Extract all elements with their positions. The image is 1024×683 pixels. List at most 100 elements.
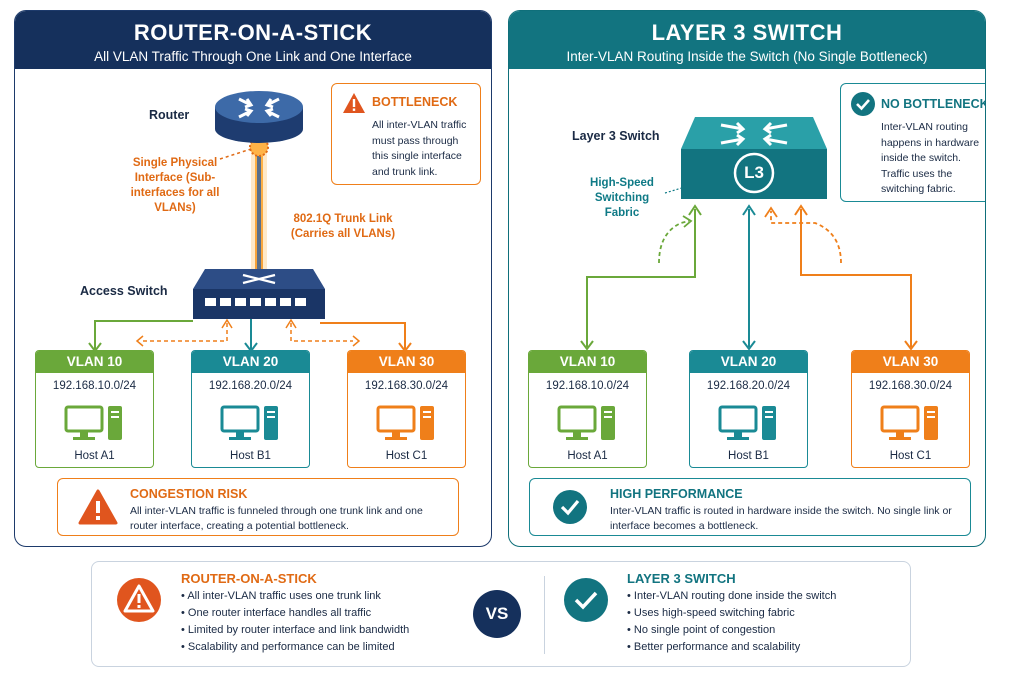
right-vlan-30-box: VLAN 30 192.168.30.0/24 Host C1 (851, 350, 970, 468)
arrow-vlan20-icon (742, 340, 756, 351)
high-performance-note: HIGH PERFORMANCE Inter-VLAN traffic is r… (529, 478, 971, 536)
computer-icon (220, 405, 278, 440)
dashed-arrow-vlan10-icon (135, 335, 144, 347)
line-vlan10 (94, 320, 193, 349)
access-switch-icon (193, 269, 325, 319)
congestion-title: CONGESTION RISK (130, 487, 248, 501)
vs-badge: VS (473, 590, 521, 638)
bottleneck-title: BOTTLENECK (372, 95, 458, 109)
left-connections (88, 137, 412, 353)
host-label: Host A1 (567, 450, 608, 462)
computer-icon (376, 405, 434, 440)
host-label: Host B1 (230, 450, 271, 462)
router-on-a-stick-panel: ROUTER-ON-A-STICK All VLAN Traffic Throu… (14, 10, 492, 547)
arrow-switch-orange-icon (794, 204, 808, 216)
right-panel-header: LAYER 3 SWITCH Inter-VLAN Routing Inside… (509, 11, 985, 69)
comparison-box: ROUTER-ON-A-STICK All inter-VLAN traffic… (91, 561, 911, 667)
high-performance-body: Inter-VLAN traffic is routed in hardware… (610, 505, 952, 532)
left-vlan-30-box: VLAN 30 192.168.30.0/24 Host C1 (347, 350, 466, 468)
dashed-arrow-left-icon (221, 318, 233, 329)
vlan-subnet: 192.168.10.0/24 (52, 380, 137, 392)
vlan-subnet: 192.168.30.0/24 (364, 380, 449, 392)
warning-icon (78, 489, 118, 525)
computer-icon (557, 405, 615, 440)
comparison-divider (544, 576, 545, 654)
list-item: Uses high-speed switching fabric (627, 605, 836, 622)
right-vlan-20-box: VLAN 20 192.168.20.0/24 Host B1 (689, 350, 808, 468)
dashed-flow-right (290, 323, 353, 342)
access-switch-label: Access Switch (80, 284, 168, 298)
router-icon (215, 91, 303, 143)
check-icon (564, 578, 608, 622)
warning-icon (343, 93, 365, 113)
l3-badge: L3 (744, 163, 764, 182)
check-icon (553, 490, 587, 524)
router-label: Router (149, 108, 190, 122)
dashed-flow-green (658, 220, 690, 264)
line-vlan30 (800, 209, 912, 347)
compare-right-title: LAYER 3 SWITCH (627, 571, 736, 586)
trunk-label: 802.1Q Trunk Link (Carries all VLANs) (290, 213, 396, 240)
list-item: No single point of congestion (627, 622, 836, 639)
list-item: All inter-VLAN traffic uses one trunk li… (181, 588, 409, 605)
left-panel-header: ROUTER-ON-A-STICK All VLAN Traffic Throu… (15, 11, 491, 69)
vlan-name: VLAN 10 (36, 351, 153, 373)
vlan-subnet: 192.168.20.0/24 (706, 380, 791, 392)
dashed-flow-orange (770, 211, 842, 264)
vlan-name: VLAN 30 (348, 351, 465, 373)
line-vlan10 (586, 209, 696, 347)
arrow-switch-green-icon (688, 204, 702, 216)
vlan-name: VLAN 20 (192, 351, 309, 373)
high-performance-title: HIGH PERFORMANCE (610, 487, 743, 501)
dashed-arrow-right-icon (285, 318, 297, 329)
layer3-switch-icon (681, 117, 827, 199)
vlan-name: VLAN 30 (852, 351, 969, 373)
bottleneck-body: All inter-VLAN traffic must pass through… (372, 119, 467, 178)
congestion-body: All inter-VLAN traffic is funneled throu… (130, 505, 423, 532)
right-vlan-10-box: VLAN 10 192.168.10.0/24 Host A1 (528, 350, 647, 468)
no-bottleneck-title: NO BOTTLENECK (881, 97, 986, 111)
list-item: Scalability and performance can be limit… (181, 639, 409, 656)
right-panel-subtitle: Inter-VLAN Routing Inside the Switch (No… (566, 49, 928, 64)
list-item: Inter-VLAN routing done inside the switc… (627, 588, 836, 605)
arrow-vlan10-icon (580, 340, 594, 351)
dashed-arrow-green-icon (682, 215, 693, 228)
warning-icon (117, 578, 161, 622)
right-connections (580, 186, 918, 351)
right-panel-title: LAYER 3 SWITCH (651, 20, 843, 45)
left-panel-title: ROUTER-ON-A-STICK (133, 20, 373, 45)
no-bottleneck-callout: NO BOTTLENECK Inter-VLAN routing happens… (840, 83, 986, 202)
computer-icon (718, 405, 776, 440)
dashed-arrow-vlan30-icon (352, 335, 361, 347)
dashed-arrow-orange-icon (764, 206, 778, 218)
compare-right-list: Inter-VLAN routing done inside the switc… (627, 588, 836, 656)
left-vlan-20-box: VLAN 20 192.168.20.0/24 Host B1 (191, 350, 310, 468)
list-item: Limited by router interface and link ban… (181, 622, 409, 639)
vlan-name: VLAN 10 (529, 351, 646, 373)
congestion-risk-note: CONGESTION RISK All inter-VLAN traffic i… (57, 478, 459, 536)
line-vlan30 (320, 322, 406, 349)
bottleneck-callout: BOTTLENECK All inter-VLAN traffic must p… (331, 83, 481, 185)
list-item: Better performance and scalability (627, 639, 836, 656)
left-panel-subtitle: All VLAN Traffic Through One Link and On… (94, 49, 412, 64)
host-label: Host B1 (728, 450, 769, 462)
compare-left-title: ROUTER-ON-A-STICK (181, 571, 317, 586)
vlan-subnet: 192.168.30.0/24 (868, 380, 953, 392)
host-label: Host C1 (385, 450, 428, 462)
host-label: Host A1 (74, 450, 115, 462)
arrow-switch-teal-icon (742, 204, 756, 216)
vlan-subnet: 192.168.10.0/24 (545, 380, 630, 392)
arrow-vlan30-icon (904, 340, 918, 351)
computer-icon (64, 405, 122, 440)
interface-label: Single Physical Interface (Sub-interface… (130, 157, 220, 214)
list-item: One router interface handles all traffic (181, 605, 409, 622)
computer-icon (880, 405, 938, 440)
check-icon (851, 92, 875, 116)
vlan-subnet: 192.168.20.0/24 (208, 380, 293, 392)
layer3-switch-panel: LAYER 3 SWITCH Inter-VLAN Routing Inside… (508, 10, 986, 547)
no-bottleneck-body: Inter-VLAN routing happens in hardware i… (881, 121, 980, 195)
vlan-name: VLAN 20 (690, 351, 807, 373)
left-vlan-10-box: VLAN 10 192.168.10.0/24 Host A1 (35, 350, 154, 468)
layer3-switch-label: Layer 3 Switch (572, 129, 660, 143)
compare-left-list: All inter-VLAN traffic uses one trunk li… (181, 588, 409, 656)
